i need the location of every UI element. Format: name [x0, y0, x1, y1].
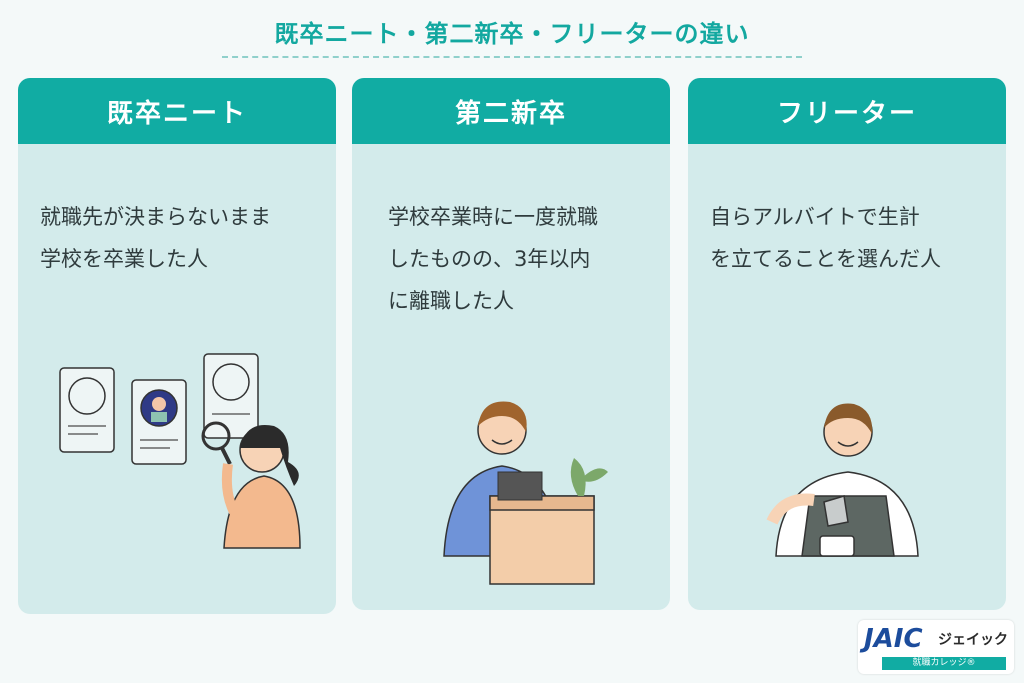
card-heading: 既卒ニート: [18, 78, 336, 144]
page-title: 既卒ニート・第二新卒・フリーターの違い: [274, 20, 750, 48]
barista-icon: [766, 403, 919, 557]
card-kisotsu-neet: 既卒ニート 就職先が決まらないまま 学校を卒業した人: [18, 78, 336, 614]
card-heading: フリーター: [688, 78, 1006, 144]
card-description: 就職先が決まらないまま 学校を卒業した人: [40, 205, 271, 271]
card-description: 自らアルバイトで生計 を立てることを選んだ人: [710, 205, 941, 271]
logo-main-text: JAIC: [864, 624, 923, 654]
card-daini-shinsotsu: 第二新卒 学校卒業時に一度就職 したものの、3年以内 に離職した人: [352, 78, 670, 610]
logo-kana-text: ジェイック: [938, 632, 1008, 648]
card-freeter: フリーター 自らアルバイトで生計 を立てることを選んだ人: [688, 78, 1006, 610]
person-with-magnifier-icon: [59, 353, 301, 549]
title-underline: [222, 56, 802, 58]
person-with-box-icon: [443, 401, 608, 585]
card-description: 学校卒業時に一度就職 したものの、3年以内 に離職した人: [388, 205, 598, 313]
logo-sub-text: 就職カレッジ®: [882, 657, 1006, 670]
card-heading: 第二新卒: [352, 78, 670, 144]
jaic-logo: JAIC ジェイック 就職カレッジ®: [858, 620, 1014, 674]
